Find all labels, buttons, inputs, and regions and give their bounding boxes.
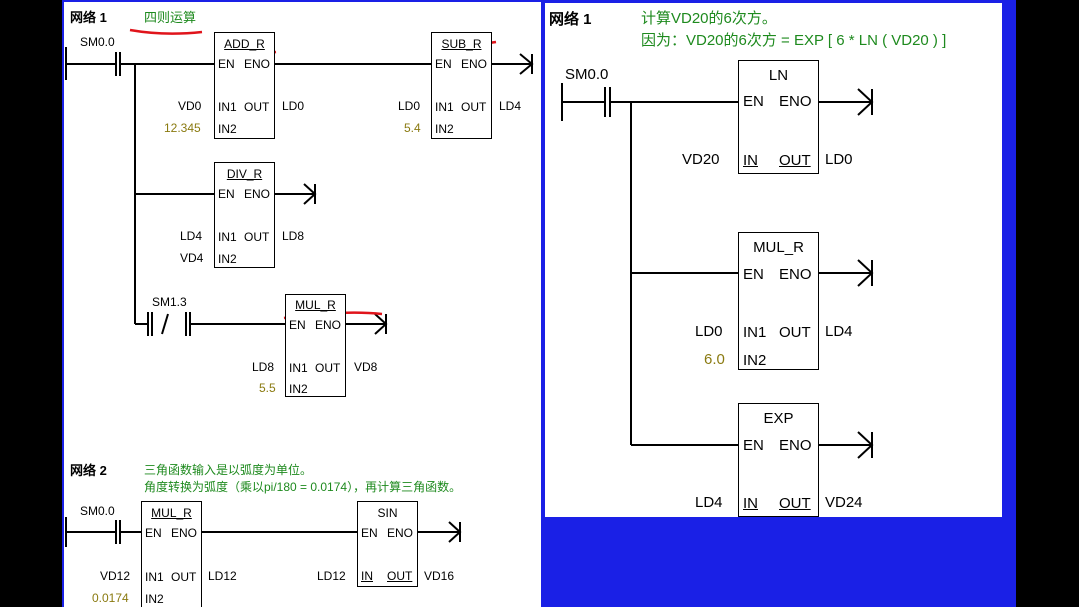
- right-network-1-label: 网络 1: [549, 11, 592, 28]
- add-eno: ENO: [244, 57, 271, 71]
- right-mul-in2-pin: IN2: [743, 352, 767, 369]
- ln-in-operand: VD20: [682, 151, 720, 168]
- net2-mul-in2-operand: 0.0174: [92, 591, 129, 605]
- right-comment-1: 计算VD20的6次方。: [641, 10, 777, 27]
- sin-out-operand: VD16: [424, 569, 455, 583]
- mul-out-operand: VD8: [354, 360, 378, 374]
- mul-in2-operand: 5.5: [259, 381, 276, 395]
- net2-contact-label: SM0.0: [80, 504, 115, 518]
- ln-in-pin: IN: [743, 152, 758, 169]
- exp-out-operand: VD24: [825, 494, 863, 511]
- exp-block[interactable]: EXP EN ENO IN OUT: [738, 403, 819, 517]
- sin-out-pin: OUT: [387, 569, 413, 583]
- exp-in-operand: LD4: [695, 494, 723, 511]
- div-in1-operand: LD4: [180, 229, 203, 243]
- ln-out-pin: OUT: [779, 152, 811, 169]
- sin-in-operand: LD12: [317, 569, 346, 583]
- add-in1-pin: IN1: [218, 100, 237, 114]
- sin-title: SIN: [377, 506, 398, 520]
- mul-out-pin: OUT: [315, 361, 341, 375]
- add-in2-pin: IN2: [218, 122, 237, 136]
- sub-out-operand: LD4: [499, 99, 522, 113]
- net2-mul-in1-operand: VD12: [100, 569, 131, 583]
- sin-block[interactable]: SIN EN ENO IN OUT: [357, 501, 418, 587]
- right-mul-in1-pin: IN1: [743, 324, 767, 341]
- contact-sm13-label: SM1.3: [152, 295, 187, 309]
- right-mul-in1-operand: LD0: [695, 323, 723, 340]
- add-r-block[interactable]: ADD_R EN ENO IN1 OUT IN2: [214, 32, 275, 139]
- mul-eno: ENO: [315, 318, 342, 332]
- net2-mul-eno: ENO: [171, 526, 198, 540]
- right-comment-2: 因为：VD20的6次方 = EXP [ 6 * LN ( VD20 ) ]: [641, 32, 947, 49]
- mul-r-block-net2[interactable]: MUL_R EN ENO IN1 OUT IN2: [141, 501, 202, 607]
- add-in1-operand: VD0: [178, 99, 202, 113]
- right-mul-eno: ENO: [779, 266, 812, 283]
- net2-mul-in2-pin: IN2: [145, 592, 164, 606]
- exp-in-pin: IN: [743, 495, 758, 512]
- sub-en: EN: [435, 57, 452, 71]
- mul-in1-operand: LD8: [252, 360, 275, 374]
- ln-block[interactable]: LN EN ENO IN OUT: [738, 60, 819, 174]
- net2-mul-title: MUL_R: [151, 506, 192, 520]
- sin-in-pin: IN: [361, 569, 373, 583]
- exp-en: EN: [743, 437, 764, 454]
- ln-en: EN: [743, 93, 764, 110]
- net2-mul-in1-pin: IN1: [145, 570, 164, 584]
- div-r-title: DIV_R: [226, 167, 263, 181]
- add-out-pin: OUT: [244, 100, 270, 114]
- div-out-operand: LD8: [282, 229, 305, 243]
- add-en: EN: [218, 57, 235, 71]
- right-mul-title: MUL_R: [753, 239, 804, 256]
- left-ladder-panel: 网络 1 四则运算 SM0.0 ADD_R EN ENO IN1 OUT IN2…: [64, 2, 541, 607]
- div-out-pin: OUT: [244, 230, 270, 244]
- mul-en: EN: [289, 318, 306, 332]
- right-ladder-panel: 网络 1 计算VD20的6次方。 因为：VD20的6次方 = EXP [ 6 *…: [545, 3, 1002, 517]
- network-2-label: 网络 2: [70, 463, 107, 478]
- exp-title: EXP: [763, 410, 794, 427]
- network-2-comment-1: 三角函数输入是以弧度为单位。: [144, 463, 313, 477]
- right-wires: [561, 83, 874, 459]
- right-mul-r-block[interactable]: MUL_R EN ENO IN1 OUT IN2: [738, 232, 819, 370]
- exp-out-pin: OUT: [779, 495, 811, 512]
- div-en: EN: [218, 187, 235, 201]
- contact-sm00-label: SM0.0: [80, 35, 115, 49]
- sub-r-title: SUB_R: [441, 37, 482, 51]
- sub-eno: ENO: [461, 57, 488, 71]
- mul-r-title: MUL_R: [295, 298, 336, 312]
- sub-in2-pin: IN2: [435, 122, 454, 136]
- right-mul-en: EN: [743, 266, 764, 283]
- mul-r-block-net1[interactable]: MUL_R EN ENO IN1 OUT IN2: [285, 294, 346, 397]
- add-r-title: ADD_R: [224, 37, 265, 51]
- right-mul-out-pin: OUT: [779, 324, 811, 341]
- net2-mul-out-operand: LD12: [208, 569, 237, 583]
- right-contact-label: SM0.0: [565, 66, 609, 83]
- mul-in2-pin: IN2: [289, 382, 308, 396]
- add-out-operand: LD0: [282, 99, 305, 113]
- add-in2-operand: 12.345: [164, 121, 201, 135]
- net2-mul-en: EN: [145, 526, 162, 540]
- net2-mul-out-pin: OUT: [171, 570, 197, 584]
- div-in2-pin: IN2: [218, 252, 237, 266]
- right-mul-out-operand: LD4: [825, 323, 853, 340]
- sub-in1-pin: IN1: [435, 100, 454, 114]
- exp-eno: ENO: [779, 437, 812, 454]
- ln-out-operand: LD0: [825, 151, 853, 168]
- right-mul-in2-operand: 6.0: [704, 351, 725, 368]
- network-2-comment-2: 角度转换为弧度（乘以pi/180 = 0.0174），再计算三角函数。: [144, 480, 462, 494]
- sin-eno: ENO: [387, 526, 414, 540]
- div-eno: ENO: [244, 187, 271, 201]
- div-in2-operand: VD4: [180, 251, 204, 265]
- sub-in1-operand: LD0: [398, 99, 421, 113]
- mul-in1-pin: IN1: [289, 361, 308, 375]
- ln-title: LN: [768, 67, 789, 84]
- div-in1-pin: IN1: [218, 230, 237, 244]
- sub-out-pin: OUT: [461, 100, 487, 114]
- network-1-label: 网络 1: [70, 10, 107, 25]
- sin-en: EN: [361, 526, 378, 540]
- network-1-comment: 四则运算: [144, 10, 197, 25]
- sub-r-block[interactable]: SUB_R EN ENO IN1 OUT IN2: [431, 32, 492, 139]
- div-r-block[interactable]: DIV_R EN ENO IN1 OUT IN2: [214, 162, 275, 268]
- ln-eno: ENO: [779, 93, 812, 110]
- sub-in2-operand: 5.4: [404, 121, 421, 135]
